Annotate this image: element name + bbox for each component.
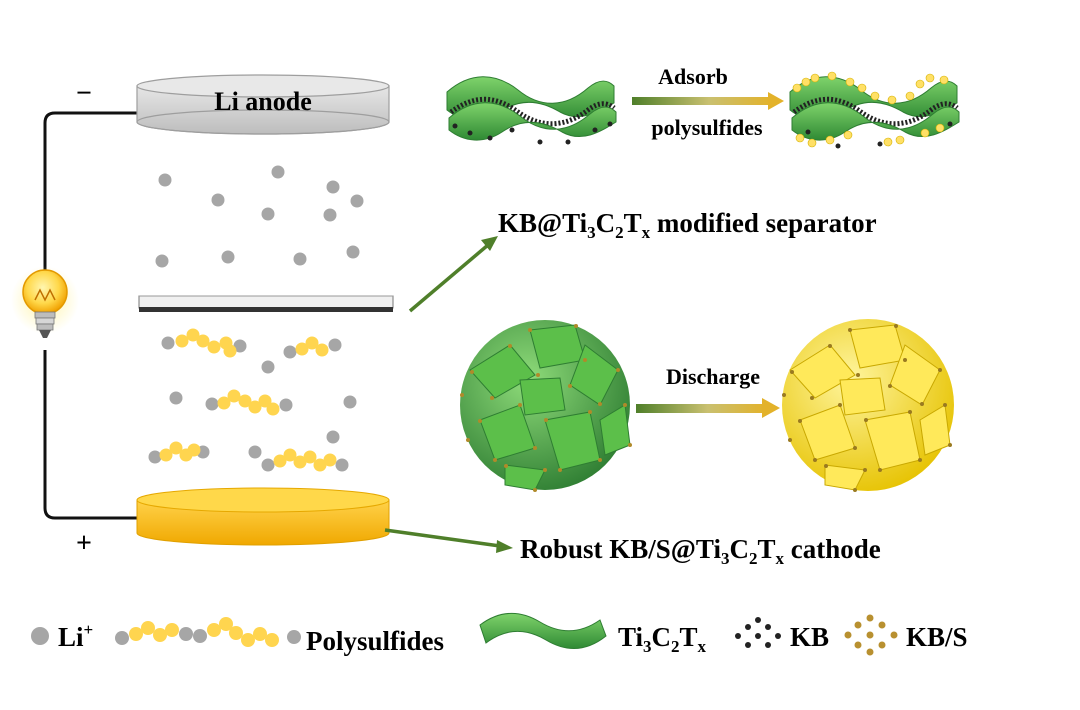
separator-disk bbox=[138, 295, 394, 312]
polysulfides-lower bbox=[148, 328, 357, 472]
discharge-arrow bbox=[636, 398, 780, 418]
cathode-label: Robust KB/S@Ti3C2Tx cathode bbox=[520, 534, 881, 568]
legend-polysulfide-swatch bbox=[115, 617, 301, 647]
legend-kbs-swatch bbox=[844, 614, 898, 656]
legend: Li+ Polysulfides Ti3C2Tx KB KB/S bbox=[31, 612, 968, 656]
legend-li-ion-swatch bbox=[31, 627, 49, 645]
li-ions-upper bbox=[155, 165, 364, 268]
cathode-disk bbox=[136, 487, 390, 546]
legend-li-label: Li+ bbox=[58, 620, 93, 652]
legend-kbs-label: KB/S bbox=[906, 622, 968, 652]
lightbulb-icon bbox=[11, 266, 79, 338]
separator-label: KB@Ti3C2Tx modified separator bbox=[498, 208, 877, 242]
legend-polysulfides-label: Polysulfides bbox=[306, 626, 444, 656]
minus-sign: − bbox=[76, 78, 92, 109]
cathode-particle-after bbox=[782, 319, 954, 492]
anode-label: Li anode bbox=[214, 87, 312, 116]
legend-mxene-swatch bbox=[479, 612, 607, 650]
li-anode-disk bbox=[136, 74, 390, 135]
separator-callout-arrow bbox=[408, 236, 498, 313]
legend-kb-swatch bbox=[735, 617, 781, 648]
cathode-callout-arrow bbox=[384, 528, 513, 553]
mxene-sheet-pristine bbox=[446, 76, 617, 145]
polysulfides-arrow-label: polysulfides bbox=[651, 115, 763, 140]
cathode-particle-before bbox=[460, 320, 632, 492]
external-circuit bbox=[43, 111, 140, 520]
adsorb-label: Adsorb bbox=[658, 64, 728, 89]
discharge-label: Discharge bbox=[666, 364, 760, 389]
legend-kb-label: KB bbox=[790, 622, 829, 652]
mxene-sheet-adsorbed bbox=[789, 71, 960, 149]
plus-sign: + bbox=[76, 528, 92, 559]
adsorb-arrow bbox=[632, 92, 784, 110]
legend-mxene-label: Ti3C2Tx bbox=[618, 622, 707, 656]
